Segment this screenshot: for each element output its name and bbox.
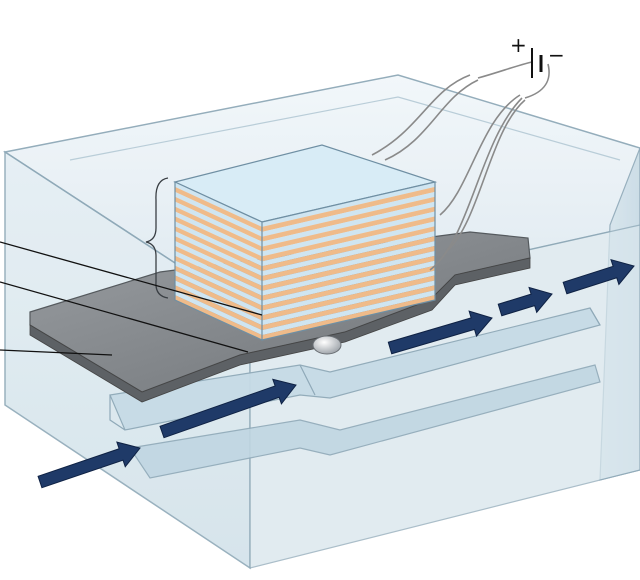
wire-1 [371,74,471,156]
stack-layer-left [175,182,262,227]
stack-layer-right [262,290,435,336]
stack-layer-right [262,260,435,306]
stack-layer-right [262,270,435,316]
stack-layer-right [262,221,435,267]
callout-leaders [0,241,263,356]
stack-layer-left [175,211,262,257]
stack-layer-right [262,275,435,321]
stack-layer-right [262,206,435,252]
stack-layer-right [262,280,435,326]
stack-layer-left [175,191,262,237]
stack-layer-left [175,295,262,340]
battery-plus-label: + [510,33,527,57]
stack-layer-left [175,201,262,247]
stack-layer-left [175,196,262,242]
stack-layer-left [175,206,262,252]
stack-layer-right [262,216,435,262]
stack-layer-left [175,270,262,316]
wire-4 [447,99,526,251]
stack-layer-left [175,216,262,262]
valve-boss [312,335,342,355]
stack-layer-right [262,231,435,277]
stack-layer-right [262,295,435,340]
flow-arrow-chamber-in [159,378,297,439]
stack-layer-left [175,255,262,301]
battery-lead-left [477,61,533,79]
stack-right-face [262,182,435,340]
stack-layer-right [262,211,435,257]
wire-5 [429,97,523,271]
stack-layer-left [175,226,262,272]
stack-layer-left [175,245,262,291]
stack-layer-right [262,196,435,242]
diaphragm-edge [29,257,531,403]
stack-layer-left [175,241,262,286]
stack-bracket [145,177,169,299]
leader-line-stack [0,241,263,316]
channel-lower-floor [128,364,601,479]
stack-layer-right [262,201,435,247]
stack-layer-right [262,250,435,296]
stack-outline [174,181,436,341]
battery-minus-label: − [548,43,565,67]
stack-layer-right [262,285,435,331]
stack-layer-right [262,255,435,301]
flow-arrow-chamber-out [387,310,493,355]
wire-2 [384,79,479,161]
leader-line-boss [0,281,249,353]
battery-lead-right [524,63,550,99]
stack-layer-right [262,182,435,227]
housing-inner-edge [69,96,621,161]
battery-symbol: + − [510,33,565,78]
flow-arrows [37,258,635,489]
stack-layer-right [262,186,435,232]
stack-layer-left [175,221,262,267]
stack-layer-right [262,226,435,272]
stack-layer-left [175,231,262,277]
stack-layer-right [262,191,435,237]
stack-layer-left [175,186,262,232]
electrode-wires [371,61,550,271]
stack-layer-left [175,250,262,296]
stack-layer-right [262,236,435,281]
flow-arrow-inlet [37,441,141,489]
flow-arrow-outlet-2 [562,258,635,295]
label-mask [0,468,22,508]
flow-arrow-outlet-1 [497,286,553,317]
stack-layer-left [175,265,262,311]
stack-layer-left [175,236,262,281]
channel-wall [109,307,601,431]
stack-layer-left [175,260,262,306]
stack-layer-right [262,245,435,291]
wire-3 [439,94,521,216]
stack-layer-right [262,265,435,311]
flow-channel [109,307,601,479]
stack-layer-right [262,241,435,286]
leader-line-diaphragm [0,349,113,356]
stack-layer-left [175,290,262,336]
